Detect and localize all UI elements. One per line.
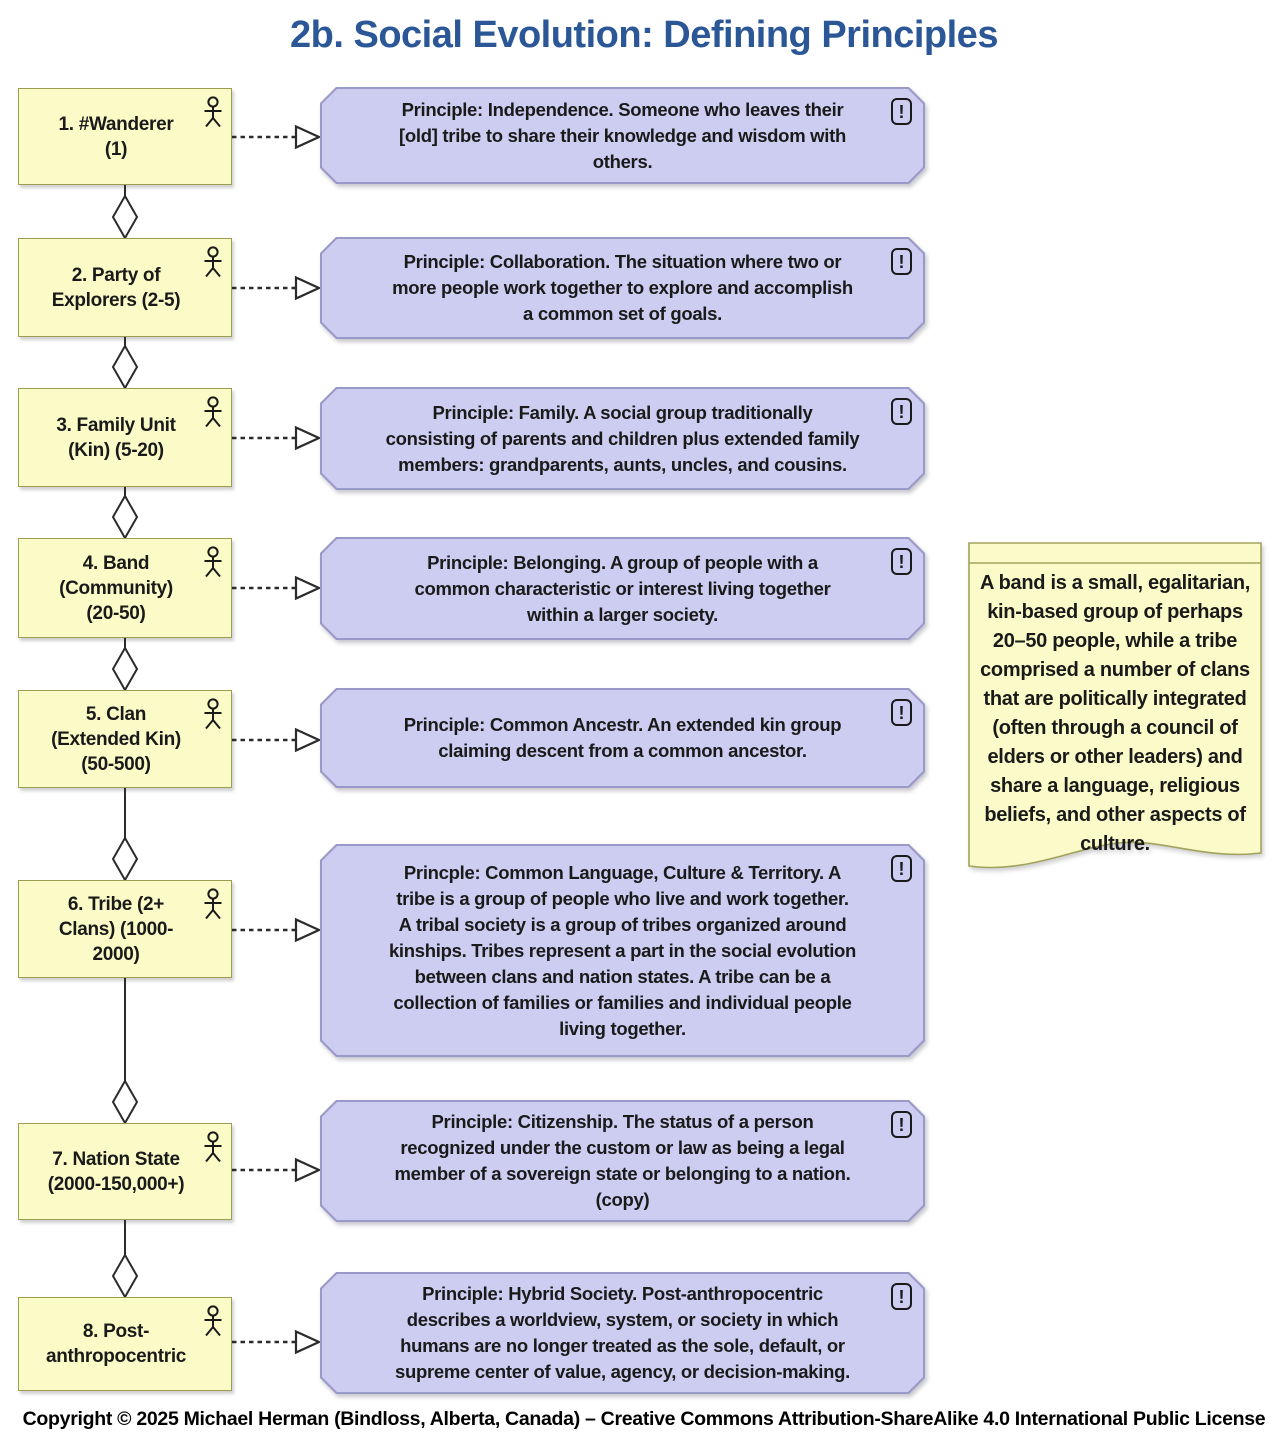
realization-arrow xyxy=(232,1157,322,1183)
principle-text: Principle: Citizenship. The status of a … xyxy=(394,1111,851,1210)
exclamation-icon: ! xyxy=(891,248,912,275)
principle-box-common-ancestor[interactable]: Principle: Common Ancestr. An extended k… xyxy=(320,688,925,788)
stage-box-tribe[interactable]: 6. Tribe (2+ Clans) (1000- 2000) xyxy=(18,880,232,978)
stage-label: 1. #Wanderer (1) xyxy=(58,113,174,160)
stage-label: 4. Band (Community) (20-50) xyxy=(59,552,173,624)
note-text: A band is a small, egalitarian, kin-base… xyxy=(979,572,1251,855)
note-shape xyxy=(968,542,1262,869)
stage-label: 6. Tribe (2+ Clans) (1000- 2000) xyxy=(58,893,174,965)
stage-label: 7. Nation State (2000-150,000+) xyxy=(47,1148,185,1195)
principle-text: Principle: Belonging. A group of people … xyxy=(414,551,831,625)
principle-text: Principle: Common Ancestr. An extended k… xyxy=(403,714,842,761)
principle-text: Principle: Independence. Someone who lea… xyxy=(399,98,846,172)
stage-box-post-anthropocentric[interactable]: 8. Post- anthropocentric xyxy=(18,1297,232,1391)
exclamation-icon: ! xyxy=(891,855,912,882)
realization-arrow xyxy=(232,917,322,943)
realization-arrow xyxy=(232,575,322,601)
realization-arrow xyxy=(232,727,322,753)
stage-box-nation-state[interactable]: 7. Nation State (2000-150,000+) xyxy=(18,1123,232,1220)
actor-icon xyxy=(204,396,222,428)
principle-box-hybrid-society[interactable]: Principle: Hybrid Society. Post-anthropo… xyxy=(320,1272,925,1394)
exclamation-icon: ! xyxy=(891,1283,912,1310)
aggregation-connector xyxy=(111,978,139,1123)
principle-text: Principle: Hybrid Society. Post-anthropo… xyxy=(395,1283,850,1382)
exclamation-icon: ! xyxy=(891,699,912,726)
aggregation-connector xyxy=(111,487,139,538)
exclamation-icon: ! xyxy=(891,398,912,425)
actor-icon xyxy=(204,246,222,278)
stage-label: 3. Family Unit (Kin) (5-20) xyxy=(56,414,176,461)
actor-icon xyxy=(204,698,222,730)
actor-icon xyxy=(204,1305,222,1337)
principle-box-belonging[interactable]: Principle: Belonging. A group of people … xyxy=(320,537,925,640)
stage-label: 2. Party of Explorers (2-5) xyxy=(51,264,181,311)
stage-label: 8. Post- anthropocentric xyxy=(45,1321,187,1367)
actor-icon xyxy=(204,96,222,128)
exclamation-icon: ! xyxy=(891,98,912,125)
principle-box-collaboration[interactable]: Principle: Collaboration. The situation … xyxy=(320,237,925,339)
actor-icon xyxy=(204,888,222,920)
stage-box-band[interactable]: 4. Band (Community) (20-50) xyxy=(18,538,232,638)
principle-text: Principle: Family. A social group tradit… xyxy=(385,401,860,475)
aggregation-connector xyxy=(111,638,139,690)
principle-box-independence[interactable]: Principle: Independence. Someone who lea… xyxy=(320,87,925,184)
realization-arrow xyxy=(232,275,322,301)
principle-text: Principle: Collaboration. The situation … xyxy=(392,251,853,324)
page-title: 2b. Social Evolution: Defining Principle… xyxy=(290,14,998,56)
actor-icon xyxy=(204,1131,222,1163)
exclamation-icon: ! xyxy=(891,1111,912,1138)
exclamation-icon: ! xyxy=(891,548,912,575)
stage-box-clan[interactable]: 5. Clan (Extended Kin) (50-500) xyxy=(18,690,232,788)
aggregation-connector xyxy=(111,1220,139,1297)
stage-box-family-unit[interactable]: 3. Family Unit (Kin) (5-20) xyxy=(18,388,232,487)
stage-box-wanderer[interactable]: 1. #Wanderer (1) xyxy=(18,88,232,185)
aggregation-connector xyxy=(111,337,139,388)
realization-arrow xyxy=(232,425,322,451)
principle-box-family[interactable]: Principle: Family. A social group tradit… xyxy=(320,387,925,490)
copyright-footer: Copyright © 2025 Michael Herman (Bindlos… xyxy=(22,1408,1266,1430)
realization-arrow xyxy=(232,124,322,150)
principle-box-citizenship[interactable]: Principle: Citizenship. The status of a … xyxy=(320,1100,925,1222)
stage-label: 5. Clan (Extended Kin) (50-500) xyxy=(51,703,181,775)
aggregation-connector xyxy=(111,185,139,238)
note-band-vs-tribe[interactable]: A band is a small, egalitarian, kin-base… xyxy=(968,542,1262,887)
principle-box-common-language[interactable]: Princple: Common Language, Culture & Ter… xyxy=(320,844,925,1057)
realization-arrow xyxy=(232,1329,322,1355)
aggregation-connector xyxy=(111,788,139,880)
actor-icon xyxy=(204,546,222,578)
principle-text: Princple: Common Language, Culture & Ter… xyxy=(388,861,857,1039)
stage-box-party-of-explorers[interactable]: 2. Party of Explorers (2-5) xyxy=(18,238,232,337)
